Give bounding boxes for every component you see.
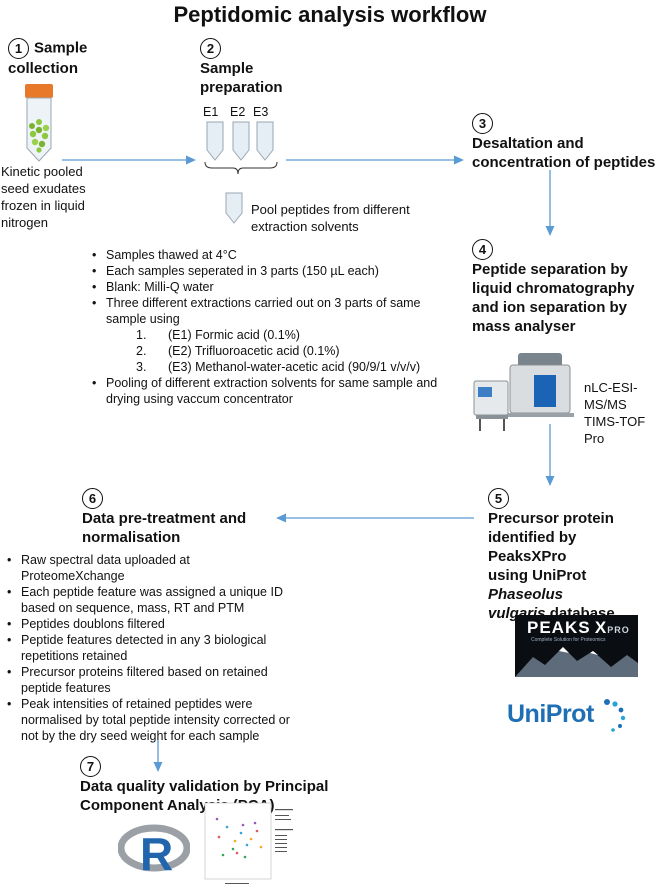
step-2-title: 2 Sample preparation [200, 38, 283, 97]
list-item: Peptide features detected in any 3 biolo… [5, 632, 290, 664]
uniprot-logo: UniProt [507, 696, 627, 734]
pca-plot-thumbnail [204, 802, 293, 884]
list-item: Pooling of different extraction solvents… [90, 375, 455, 407]
list-item: 2.(E2) Trifluoroacetic acid (0.1%) [136, 344, 340, 358]
r-ring-icon [118, 824, 190, 872]
arrow-2-to-3 [286, 155, 464, 165]
list-item: Blank: Milli-Q water [90, 279, 455, 295]
step-3-title: 3 Desaltation and concentration of pepti… [472, 113, 655, 172]
arrow-5-to-6 [276, 513, 474, 523]
list-item: Each peptide feature was assigned a uniq… [5, 584, 290, 616]
peaks-logo: PEAKS XPRO Complete Solution for Proteom… [515, 615, 638, 677]
list-item: 3.(E3) Methanol-water-acetic acid (90/9/… [136, 360, 421, 374]
list-item: Peak intensities of retained peptides we… [5, 696, 290, 744]
list-item: Raw spectral data uploaded at ProteomeXc… [5, 552, 290, 584]
mass-spectrometer-icon [473, 353, 574, 431]
step-2-details: Samples thawed at 4°C Each samples seper… [90, 247, 455, 407]
step-6-details: Raw spectral data uploaded at ProteomeXc… [5, 552, 290, 744]
list-item: Precursor proteins filtered based on ret… [5, 664, 290, 696]
pooled-tube-icon [225, 192, 243, 224]
list-item: Each samples seperated in 3 parts (150 µ… [90, 263, 455, 279]
tube-label-e2: E2 [230, 105, 246, 119]
arrow-4-to-5 [545, 424, 555, 486]
extraction-tubes-icon [204, 121, 278, 175]
step-6-title: 6 Data pre-treatment and normalisation [82, 488, 246, 547]
tube-label-e1: E1 [203, 105, 219, 119]
mountain-graphic [515, 647, 638, 677]
list-item: 1.(E1) Formic acid (0.1%) [136, 328, 300, 342]
uniprot-dots-icon [604, 699, 626, 732]
sample-tube-icon [25, 84, 53, 162]
page-title: Peptidomic analysis workflow [173, 2, 487, 27]
r-logo: R [118, 822, 190, 882]
arrow-1-to-2 [62, 155, 196, 165]
tube-label-e3: E3 [253, 105, 269, 119]
arrow-3-to-4 [545, 170, 555, 236]
list-item: Three different extractions carried out … [90, 295, 455, 327]
list-item: Peptides doublons filtered [5, 616, 290, 632]
step-4-title: 4 Peptide separation by liquid chromatog… [472, 239, 635, 336]
list-item: Samples thawed at 4°C [90, 247, 455, 263]
arrow-6-to-7 [153, 740, 163, 772]
